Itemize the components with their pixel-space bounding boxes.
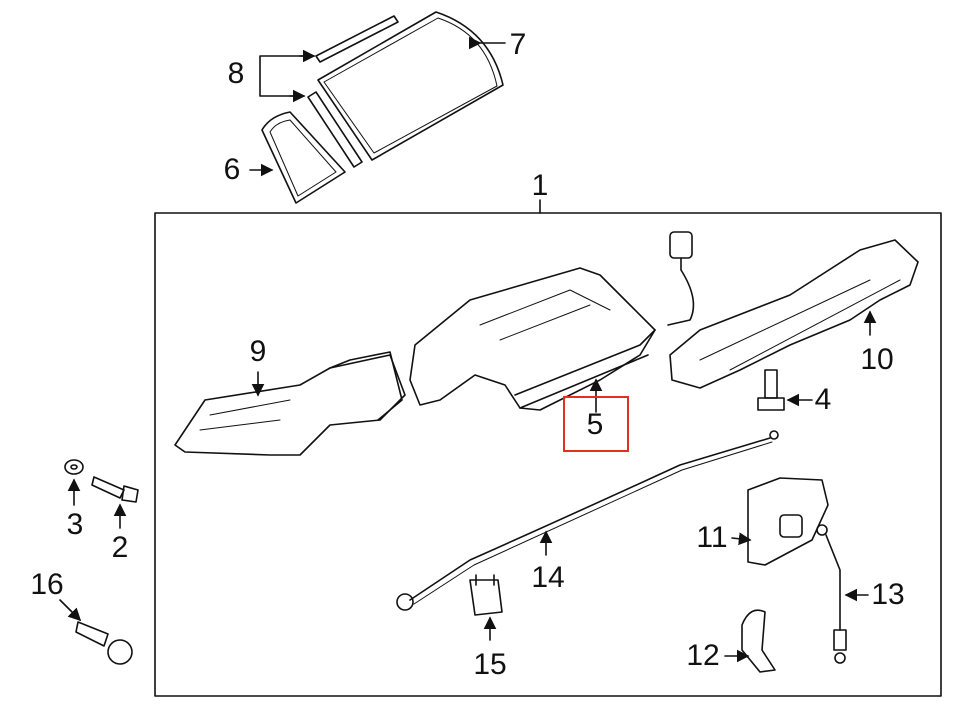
callout-3[interactable]: 3 — [66, 508, 84, 541]
part-14-cable — [396, 430, 779, 611]
part-2-bolt — [91, 476, 139, 503]
callout-14[interactable]: 14 — [531, 561, 565, 594]
callout-7[interactable]: 7 — [509, 28, 527, 61]
callout-8[interactable]: 8 — [227, 57, 245, 90]
callout-16[interactable]: 16 — [30, 568, 64, 601]
part-11-latch — [747, 477, 829, 566]
highlight-box-5 — [563, 396, 629, 452]
assembly-box — [154, 212, 942, 697]
part-9-bracket — [174, 351, 406, 456]
part-10-bracket — [669, 239, 919, 389]
callout-9[interactable]: 9 — [249, 335, 267, 368]
callout-12[interactable]: 12 — [686, 639, 720, 672]
part-5-glove-box — [409, 267, 656, 411]
leader-16 — [59, 599, 82, 622]
part-3-washer — [64, 459, 84, 475]
part-12-handle — [741, 609, 776, 673]
part-switch — [667, 231, 695, 326]
leader-8 — [259, 55, 315, 97]
callout-2[interactable]: 2 — [111, 531, 129, 564]
callout-13[interactable]: 13 — [871, 578, 905, 611]
callout-1[interactable]: 1 — [531, 169, 549, 202]
part-13-rod — [816, 524, 847, 664]
callout-10[interactable]: 10 — [860, 343, 894, 376]
part-15-clip — [469, 574, 503, 616]
callout-4[interactable]: 4 — [814, 383, 832, 416]
part-8-seals — [307, 15, 399, 168]
callout-15[interactable]: 15 — [473, 648, 507, 681]
callout-5[interactable]: 5 — [586, 408, 604, 441]
callout-11[interactable]: 11 — [696, 521, 728, 554]
callout-6[interactable]: 6 — [223, 153, 241, 186]
part-16-stud — [75, 621, 133, 665]
leader-11 — [731, 532, 752, 546]
part-4-bolt — [757, 369, 785, 411]
part-6-glass — [261, 111, 346, 204]
